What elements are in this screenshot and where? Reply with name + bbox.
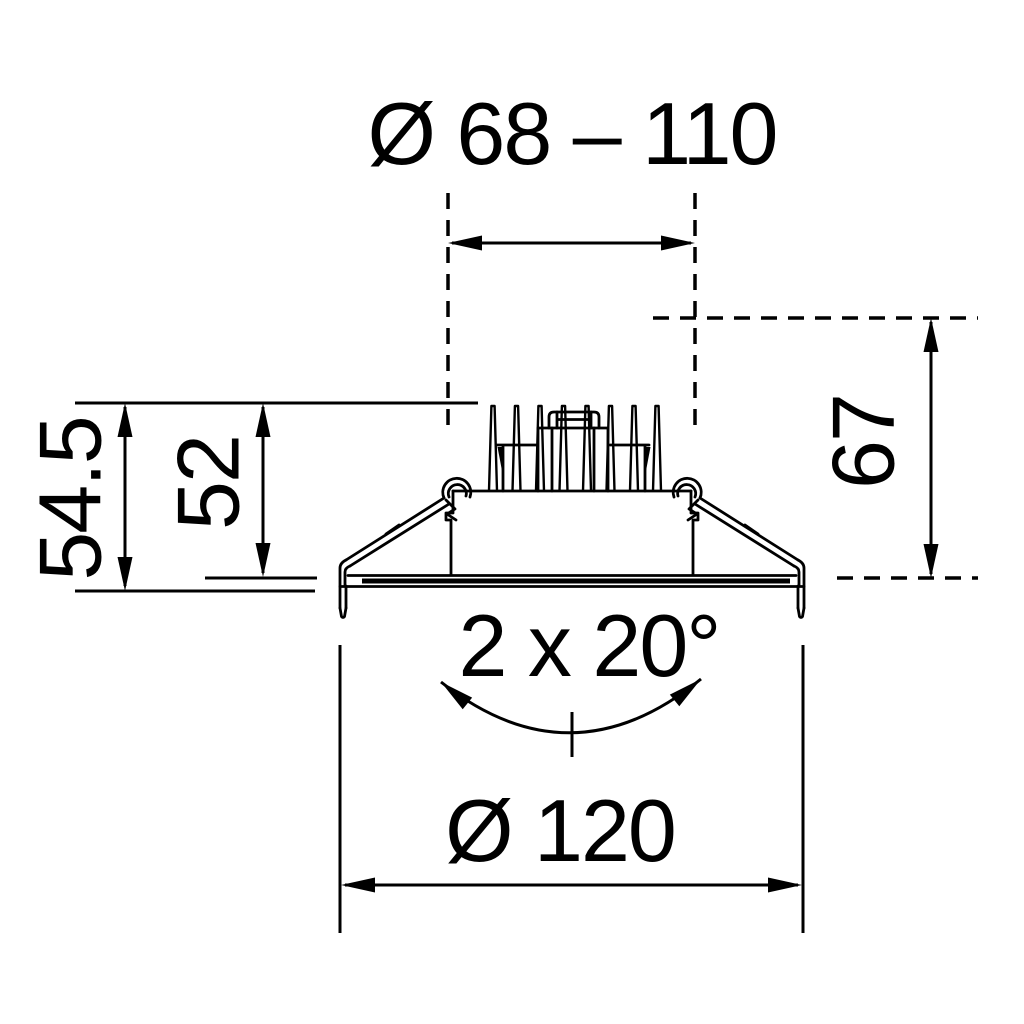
heatsink-shadow [645,447,651,476]
arrowhead-right-icon [661,235,695,251]
heatsink-fin [511,404,522,492]
fixture-body [444,489,700,577]
trim-ring [338,574,806,588]
heatsink-core [536,426,610,493]
overall-diameter-label: Ø 120 [445,781,675,880]
connector-block [547,410,601,430]
spring-arm [693,496,800,568]
spring-arm [344,496,451,568]
dim-overall-diameter: Ø 120 [338,645,805,933]
spring-pivot-inner [676,483,698,499]
spring-foot-pin [796,606,806,619]
height-body-label: 52 [159,436,258,530]
heatsink-shadow [497,447,503,476]
spring-pivot-outer [441,476,473,500]
arrowhead-upleft-icon [441,682,473,710]
heatsink-core-ribs [550,426,596,493]
tilt-angle-label: 2 x 20° [459,596,720,695]
spring-foot-pin [338,606,348,619]
dim-heights-left: 54.5 52 [21,401,478,593]
dim-tilt-angle: 2 x 20° [440,596,721,757]
spring-pivot-inner [446,483,468,499]
heatsink [487,404,663,493]
downlight-fixture [338,404,806,619]
arrowhead-up-icon [923,318,939,352]
mounting-spring-left [338,476,473,619]
arrowhead-down-icon [923,544,939,578]
connector-block-detail [555,410,593,430]
heatsink-fin [651,404,663,492]
spring-foot [792,558,806,610]
arrowhead-down-icon [117,557,133,591]
spring-foot [338,558,352,610]
heatsink-fin [487,404,499,492]
height-total-label: 54.5 [21,417,120,580]
dim-cutout-diameter: Ø 68 – 110 [368,84,778,433]
spring-hook-detail [686,498,700,522]
arrowhead-left-icon [341,877,375,893]
arrowhead-down-icon [255,543,271,577]
arrowhead-upright-icon [669,679,701,707]
dim-recessed-depth: 67 [653,316,978,580]
spring-pivot-outer [671,476,703,500]
spring-arm-joint [743,523,760,536]
spring-hook-detail [444,498,458,522]
cutout-diameter-label: Ø 68 – 110 [368,84,777,183]
heatsink-fin [628,404,640,492]
arrowhead-right-icon [768,877,802,893]
arrowhead-left-icon [448,235,482,251]
arrowhead-up-icon [117,403,133,437]
heatsink-inner-fins [495,443,651,493]
recessed-depth-label: 67 [814,395,913,489]
mounting-spring-right [671,476,806,619]
spring-arm-joint [384,523,401,536]
arrowhead-up-icon [255,403,271,437]
